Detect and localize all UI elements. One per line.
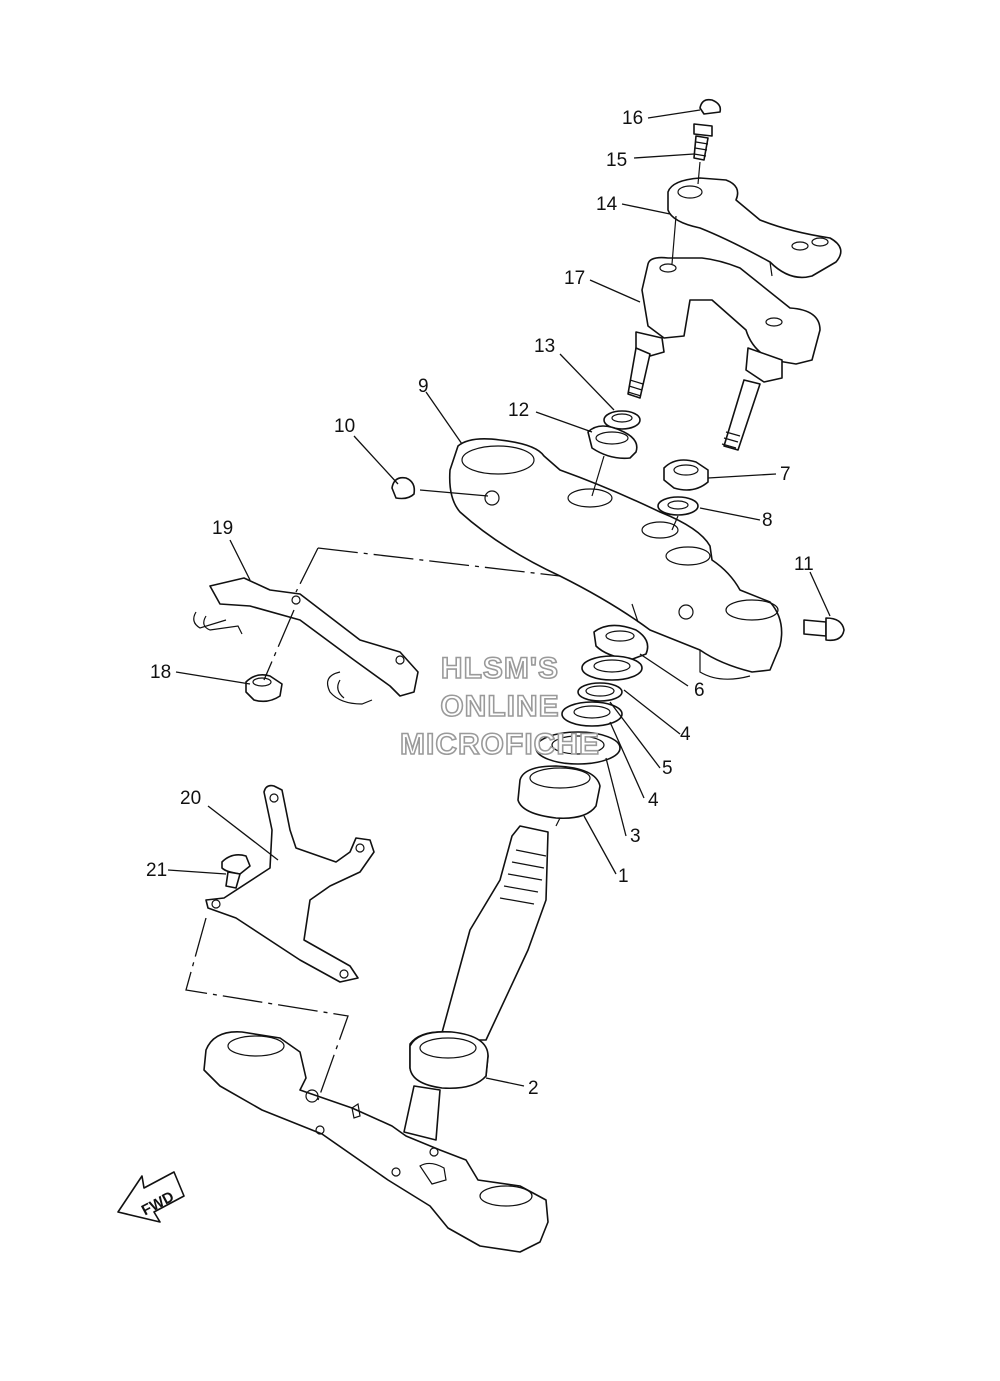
label-4b: 4 (648, 790, 659, 811)
arrow-fwd-icon: FWD (117, 1171, 185, 1223)
part-3-bearing-cover[interactable] (535, 731, 621, 765)
leader-lines (167, 109, 831, 1087)
part-20-bracket[interactable] (205, 784, 375, 983)
label-12: 12 (508, 400, 529, 421)
label-1: 1 (618, 866, 629, 887)
label-11: 11 (794, 554, 814, 575)
label-15: 15 (606, 150, 627, 171)
label-7: 7 (780, 464, 791, 485)
part-7-nut[interactable] (663, 459, 709, 491)
watermark-line1: HLSM'S (441, 652, 559, 685)
label-14: 14 (596, 194, 618, 215)
part-18-nut[interactable] (245, 674, 283, 703)
part-13-washer[interactable] (603, 410, 641, 430)
part-12-nut[interactable] (587, 425, 638, 460)
label-5: 5 (662, 758, 673, 779)
watermark: HLSM'S ONLINE MICROFICHE (399, 651, 600, 762)
part-8-washer[interactable] (657, 496, 699, 516)
part-6-lock-washer[interactable] (593, 624, 649, 661)
part-15-bolt[interactable] (693, 123, 713, 161)
watermark-line2: ONLINE (440, 690, 559, 723)
assembly-lines (185, 161, 701, 1101)
part-16-cap[interactable] (699, 98, 722, 115)
label-4a: 4 (680, 724, 691, 745)
part-21-bolt[interactable] (221, 854, 251, 889)
part-4-ring-nut-upper[interactable] (581, 655, 643, 681)
label-20: 20 (180, 788, 201, 809)
watermark-line3: MICROFICHE (400, 728, 600, 761)
label-10: 10 (334, 416, 355, 437)
part-5-rubber-washer[interactable] (577, 682, 623, 702)
label-13: 13 (534, 336, 555, 357)
label-16: 16 (622, 108, 643, 129)
part-4-ring-nut-lower[interactable] (561, 701, 623, 727)
label-8: 8 (762, 510, 773, 531)
label-18: 18 (150, 662, 171, 683)
part-1-bearing[interactable] (517, 765, 601, 820)
part-2-bearing-lower[interactable] (409, 1030, 489, 1090)
label-6: 6 (694, 680, 705, 701)
part-17-handle-holder[interactable] (627, 256, 821, 451)
part-14-upper-bracket[interactable] (667, 177, 842, 279)
part-labels: 16 15 14 17 13 12 9 10 7 8 11 19 18 6 4 … (146, 108, 814, 1099)
part-19-cable-guide[interactable] (193, 577, 419, 705)
part-11-bolt[interactable] (803, 617, 845, 642)
label-19: 19 (212, 518, 233, 539)
label-21: 21 (146, 860, 167, 881)
label-9: 9 (418, 376, 429, 397)
label-17: 17 (564, 268, 585, 289)
label-3: 3 (630, 826, 641, 847)
part-9-upper-bracket[interactable] (448, 438, 783, 680)
label-2: 2 (528, 1078, 539, 1099)
